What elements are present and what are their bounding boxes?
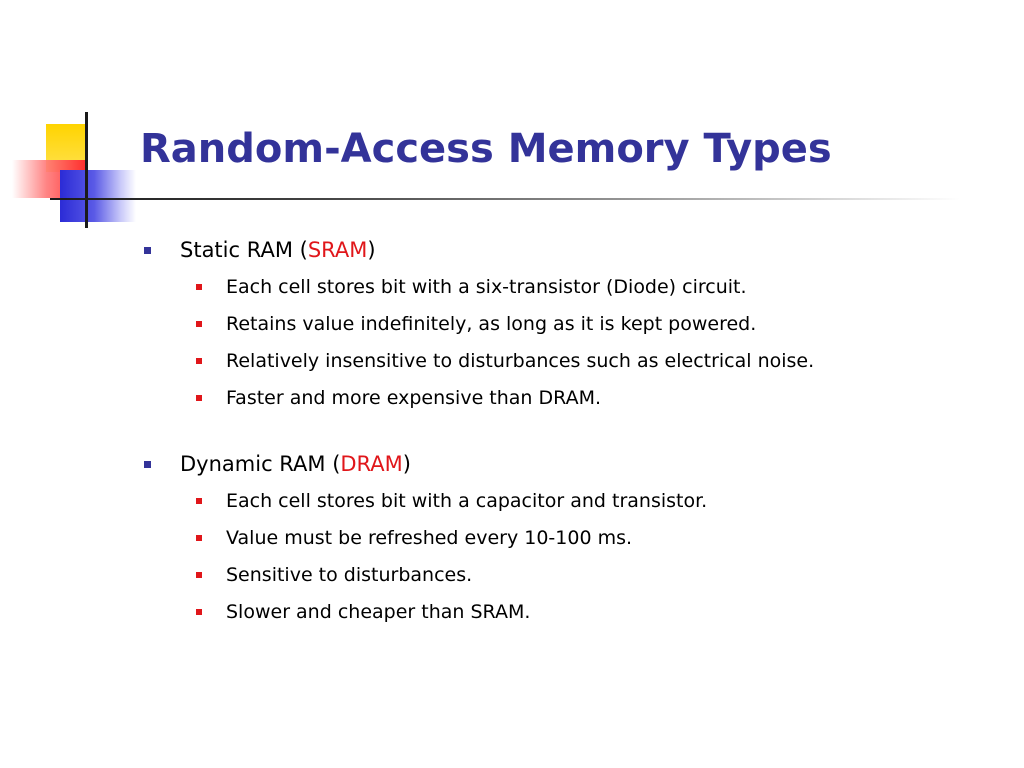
square-bullet-icon — [196, 571, 202, 578]
bullet-text: Value must be refreshed every 10-100 ms. — [226, 526, 633, 549]
square-bullet-icon — [196, 394, 202, 401]
square-bullet-icon — [196, 534, 202, 541]
bullet-text: Each cell stores bit with a capacitor an… — [226, 489, 708, 512]
bullet-text: Sensitive to disturbances. — [226, 563, 473, 586]
bullet-text: Each cell stores bit with a six-transist… — [226, 275, 747, 298]
square-bullet-icon — [196, 357, 202, 364]
square-bullet-icon — [196, 608, 202, 615]
bullet-level2: Relatively insensitive to disturbances s… — [196, 342, 1002, 379]
bullet-text: Retains value indefinitely, as long as i… — [226, 312, 757, 335]
bullet-text: Faster and more expensive than DRAM. — [226, 386, 602, 409]
bullet-level2: Each cell stores bit with a capacitor an… — [196, 482, 1002, 519]
bullet-level2: Each cell stores bit with a six-transist… — [196, 268, 1002, 305]
square-bullet-icon — [196, 497, 202, 504]
square-bullet-icon — [144, 460, 151, 468]
logo-vertical-line — [85, 112, 88, 228]
bullet-text: Slower and cheaper than SRAM. — [226, 600, 531, 623]
bullet-level1: Dynamic RAM (DRAM) — [142, 446, 1002, 482]
slide-content: Static RAM (SRAM) Each cell stores bit w… — [142, 232, 1002, 660]
logo-blue-square — [60, 170, 136, 222]
heading-suffix: ) — [402, 452, 411, 476]
title-underline — [50, 198, 960, 200]
heading-suffix: ) — [367, 238, 376, 262]
highlight-term: DRAM — [340, 452, 403, 476]
bullet-level1: Static RAM (SRAM) — [142, 232, 1002, 268]
square-bullet-icon — [196, 283, 202, 290]
bullet-text: Relatively insensitive to disturbances s… — [226, 349, 815, 372]
square-bullet-icon — [144, 246, 151, 254]
heading-prefix: Static RAM ( — [180, 238, 308, 262]
bullet-level2: Value must be refreshed every 10-100 ms. — [196, 519, 1002, 556]
section-dram: Dynamic RAM (DRAM) Each cell stores bit … — [142, 446, 1002, 630]
bullet-level2: Faster and more expensive than DRAM. — [196, 379, 1002, 416]
bullet-level2: Sensitive to disturbances. — [196, 556, 1002, 593]
heading-prefix: Dynamic RAM ( — [180, 452, 341, 476]
square-bullet-icon — [196, 320, 202, 327]
section-sram: Static RAM (SRAM) Each cell stores bit w… — [142, 232, 1002, 416]
slide-title: Random-Access Memory Types — [140, 126, 832, 172]
bullet-level2: Slower and cheaper than SRAM. — [196, 593, 1002, 630]
highlight-term: SRAM — [307, 238, 368, 262]
bullet-level2: Retains value indefinitely, as long as i… — [196, 305, 1002, 342]
